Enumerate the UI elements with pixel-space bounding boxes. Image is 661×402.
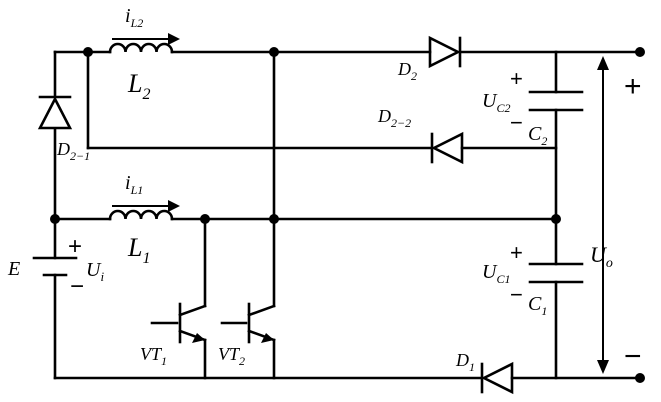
label-l1: L1 (127, 233, 150, 267)
label-uc1: UC1 (482, 261, 510, 286)
output-plus-sign: + (624, 70, 642, 103)
transistor-vt2 (222, 304, 274, 343)
junction-dot (200, 214, 210, 224)
label-il2: iL2 (125, 5, 143, 30)
c2-minus-sign: − (510, 110, 523, 135)
output-terminal-positive (635, 47, 645, 57)
output-terminal-negative (635, 373, 645, 383)
output-voltage-arrow (597, 56, 609, 374)
diode-d2-1 (40, 97, 70, 128)
component-labels: iL2 L2 D2 D2−2 D2−1 UC2 C2 iL1 L1 E Ui U… (7, 5, 613, 374)
capacitor-c1 (530, 264, 582, 282)
diode-d1 (482, 364, 512, 392)
capacitor-c2 (530, 92, 582, 110)
label-l2: L2 (127, 69, 150, 103)
label-ui: Ui (86, 259, 104, 284)
output-minus-sign: − (624, 340, 642, 373)
diode-d2 (430, 38, 460, 66)
c2-plus-sign: + (510, 66, 523, 91)
junction-dot (551, 214, 561, 224)
diode-d2-2 (432, 134, 462, 162)
label-d2-1: D2−1 (56, 139, 90, 163)
source-minus-sign: − (70, 273, 84, 300)
label-vt1: VT1 (140, 344, 167, 368)
label-il1: iL1 (125, 172, 143, 197)
label-d1: D1 (455, 350, 475, 374)
junction-dot (269, 214, 279, 224)
label-vt2: VT2 (218, 344, 245, 368)
source-plus-sign: + (68, 233, 82, 260)
c1-plus-sign: + (510, 240, 523, 265)
junction-dot (83, 47, 93, 57)
junction-dot (50, 214, 60, 224)
inductor-l1 (110, 200, 180, 219)
label-e: E (7, 258, 20, 280)
label-c2: C2 (528, 123, 547, 148)
label-uo: Uo (590, 242, 613, 271)
transistor-vt1 (152, 304, 205, 343)
label-d2: D2 (397, 59, 417, 83)
label-d2-2: D2−2 (377, 106, 411, 130)
label-c1: C1 (528, 293, 547, 318)
junction-dot (269, 47, 279, 57)
c1-minus-sign: − (510, 282, 523, 307)
inductor-l2 (110, 33, 180, 52)
label-uc2: UC2 (482, 90, 510, 115)
